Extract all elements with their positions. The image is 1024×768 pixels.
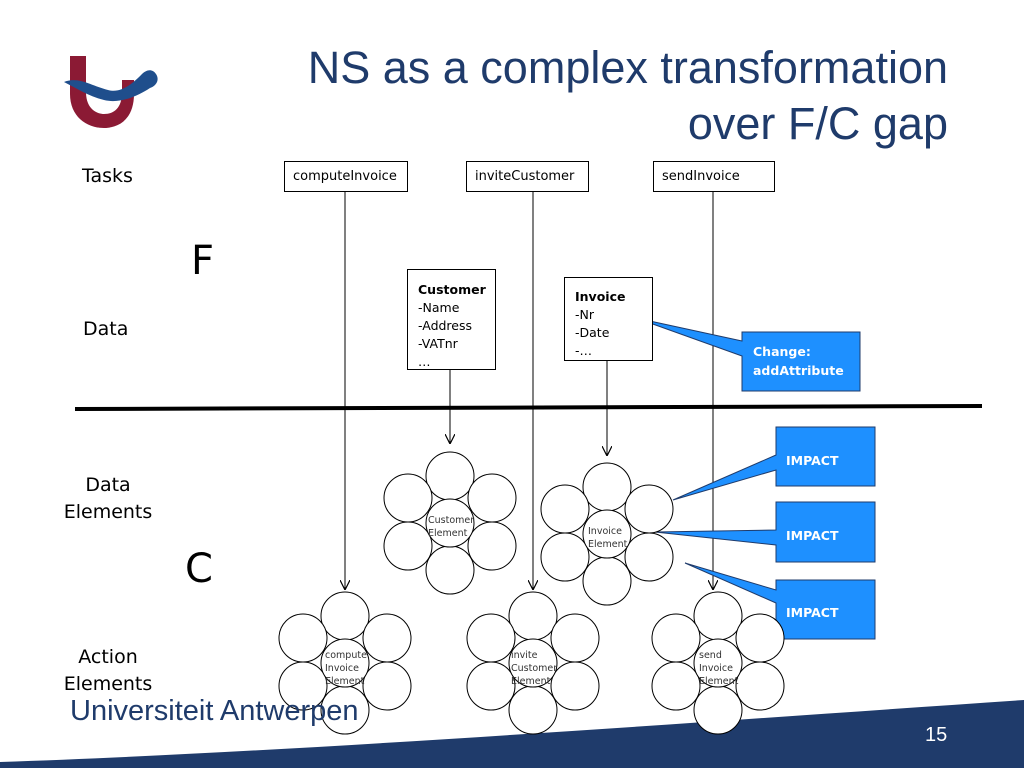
- data-entity-invoice-field: -…: [575, 343, 593, 358]
- task-box-compute-invoice: computeInvoice: [284, 161, 408, 192]
- row-label-data-elements-line-2: Elements: [63, 501, 153, 523]
- university-name: Universiteit Antwerpen: [70, 695, 359, 727]
- fc-gap-divider: [74, 404, 983, 411]
- data-entity-invoice-field: -Nr: [575, 307, 595, 322]
- change-callout-line-2: addAttribute: [753, 363, 844, 378]
- task-box-send-invoice: sendInvoice: [653, 161, 775, 192]
- cluster-invite-customer-element: [466, 591, 600, 735]
- data-entity-customer-field: -Address: [418, 318, 473, 333]
- data-element-invoice-label: Invoice Element: [588, 525, 627, 551]
- impact-callout-1: [672, 426, 876, 501]
- change-callout: [635, 317, 861, 392]
- data-entity-customer: Customer -Name -Address -VATnr …: [407, 269, 496, 370]
- footer-bar: [0, 700, 1024, 768]
- slide-title-line-2: over F/C gap: [687, 98, 948, 149]
- logo-wave-shape: [64, 70, 158, 102]
- data-entity-customer-name: Customer: [418, 282, 486, 297]
- action-element-send-invoice-line-1: send: [699, 650, 722, 661]
- row-label-action-elements-line-2: Elements: [63, 673, 153, 695]
- row-label-action-elements: Action Elements: [62, 644, 154, 698]
- cluster-compute-invoice-element: [278, 591, 412, 735]
- layer-letter-constructional: C: [185, 546, 213, 592]
- data-entity-invoice: Invoice -Nr -Date -…: [564, 277, 653, 361]
- action-element-invite-customer-line-1: invite: [511, 650, 538, 661]
- data-entity-customer-field: …: [418, 354, 431, 369]
- change-callout-line-1: Change:: [753, 344, 811, 359]
- action-element-compute-invoice-line-3: Element: [325, 676, 365, 687]
- cluster-send-invoice-element: [651, 591, 785, 735]
- data-entity-invoice-field: -Date: [575, 325, 610, 340]
- university-logo: [64, 56, 158, 128]
- action-element-send-invoice-label: send Invoice Element: [699, 649, 738, 688]
- layer-letter-functional: F: [191, 238, 215, 284]
- data-entity-invoice-name: Invoice: [575, 289, 626, 304]
- page-number: 15: [925, 724, 948, 746]
- row-label-data-elements: Data Elements: [62, 472, 154, 526]
- data-element-invoice-line-1: Invoice: [588, 526, 622, 537]
- task-box-invite-customer: inviteCustomer: [466, 161, 589, 192]
- change-callout-text: Change: addAttribute: [753, 342, 844, 380]
- data-element-customer-line-1: Customer: [428, 515, 475, 526]
- slide-title-line-1: NS as a complex transformation: [307, 42, 948, 93]
- impact-callout-1-text: IMPACT: [786, 453, 839, 468]
- data-entity-customer-field: -VATnr: [418, 336, 458, 351]
- data-entity-customer-field: -Name: [418, 300, 460, 315]
- action-element-compute-invoice-label: compute Invoice Element: [325, 649, 367, 688]
- cluster-invoice-element: [540, 462, 674, 606]
- data-element-customer-label: Customer Element: [428, 514, 474, 540]
- data-element-invoice-line-2: Element: [588, 539, 628, 550]
- action-element-invite-customer-line-3: Element: [511, 676, 551, 687]
- data-element-customer-line-2: Element: [428, 528, 468, 539]
- row-label-action-elements-line-1: Action: [78, 646, 138, 668]
- action-element-compute-invoice-line-1: compute: [325, 650, 367, 661]
- impact-callout-3-text: IMPACT: [786, 605, 839, 620]
- action-element-send-invoice-line-2: Invoice: [699, 663, 733, 674]
- cluster-customer-element: [383, 451, 517, 595]
- row-label-tasks: Tasks: [82, 165, 133, 187]
- impact-callout-2-text: IMPACT: [786, 528, 839, 543]
- impact-callout-2: [654, 501, 876, 563]
- action-element-invite-customer-line-2: Customer: [511, 663, 558, 674]
- action-element-compute-invoice-line-2: Invoice: [325, 663, 359, 674]
- row-label-data-elements-line-1: Data: [85, 474, 131, 496]
- row-label-data: Data: [83, 318, 129, 340]
- logo-u-shape: [70, 56, 134, 128]
- action-element-invite-customer-label: invite Customer Element: [511, 649, 557, 688]
- action-element-send-invoice-line-3: Element: [699, 676, 739, 687]
